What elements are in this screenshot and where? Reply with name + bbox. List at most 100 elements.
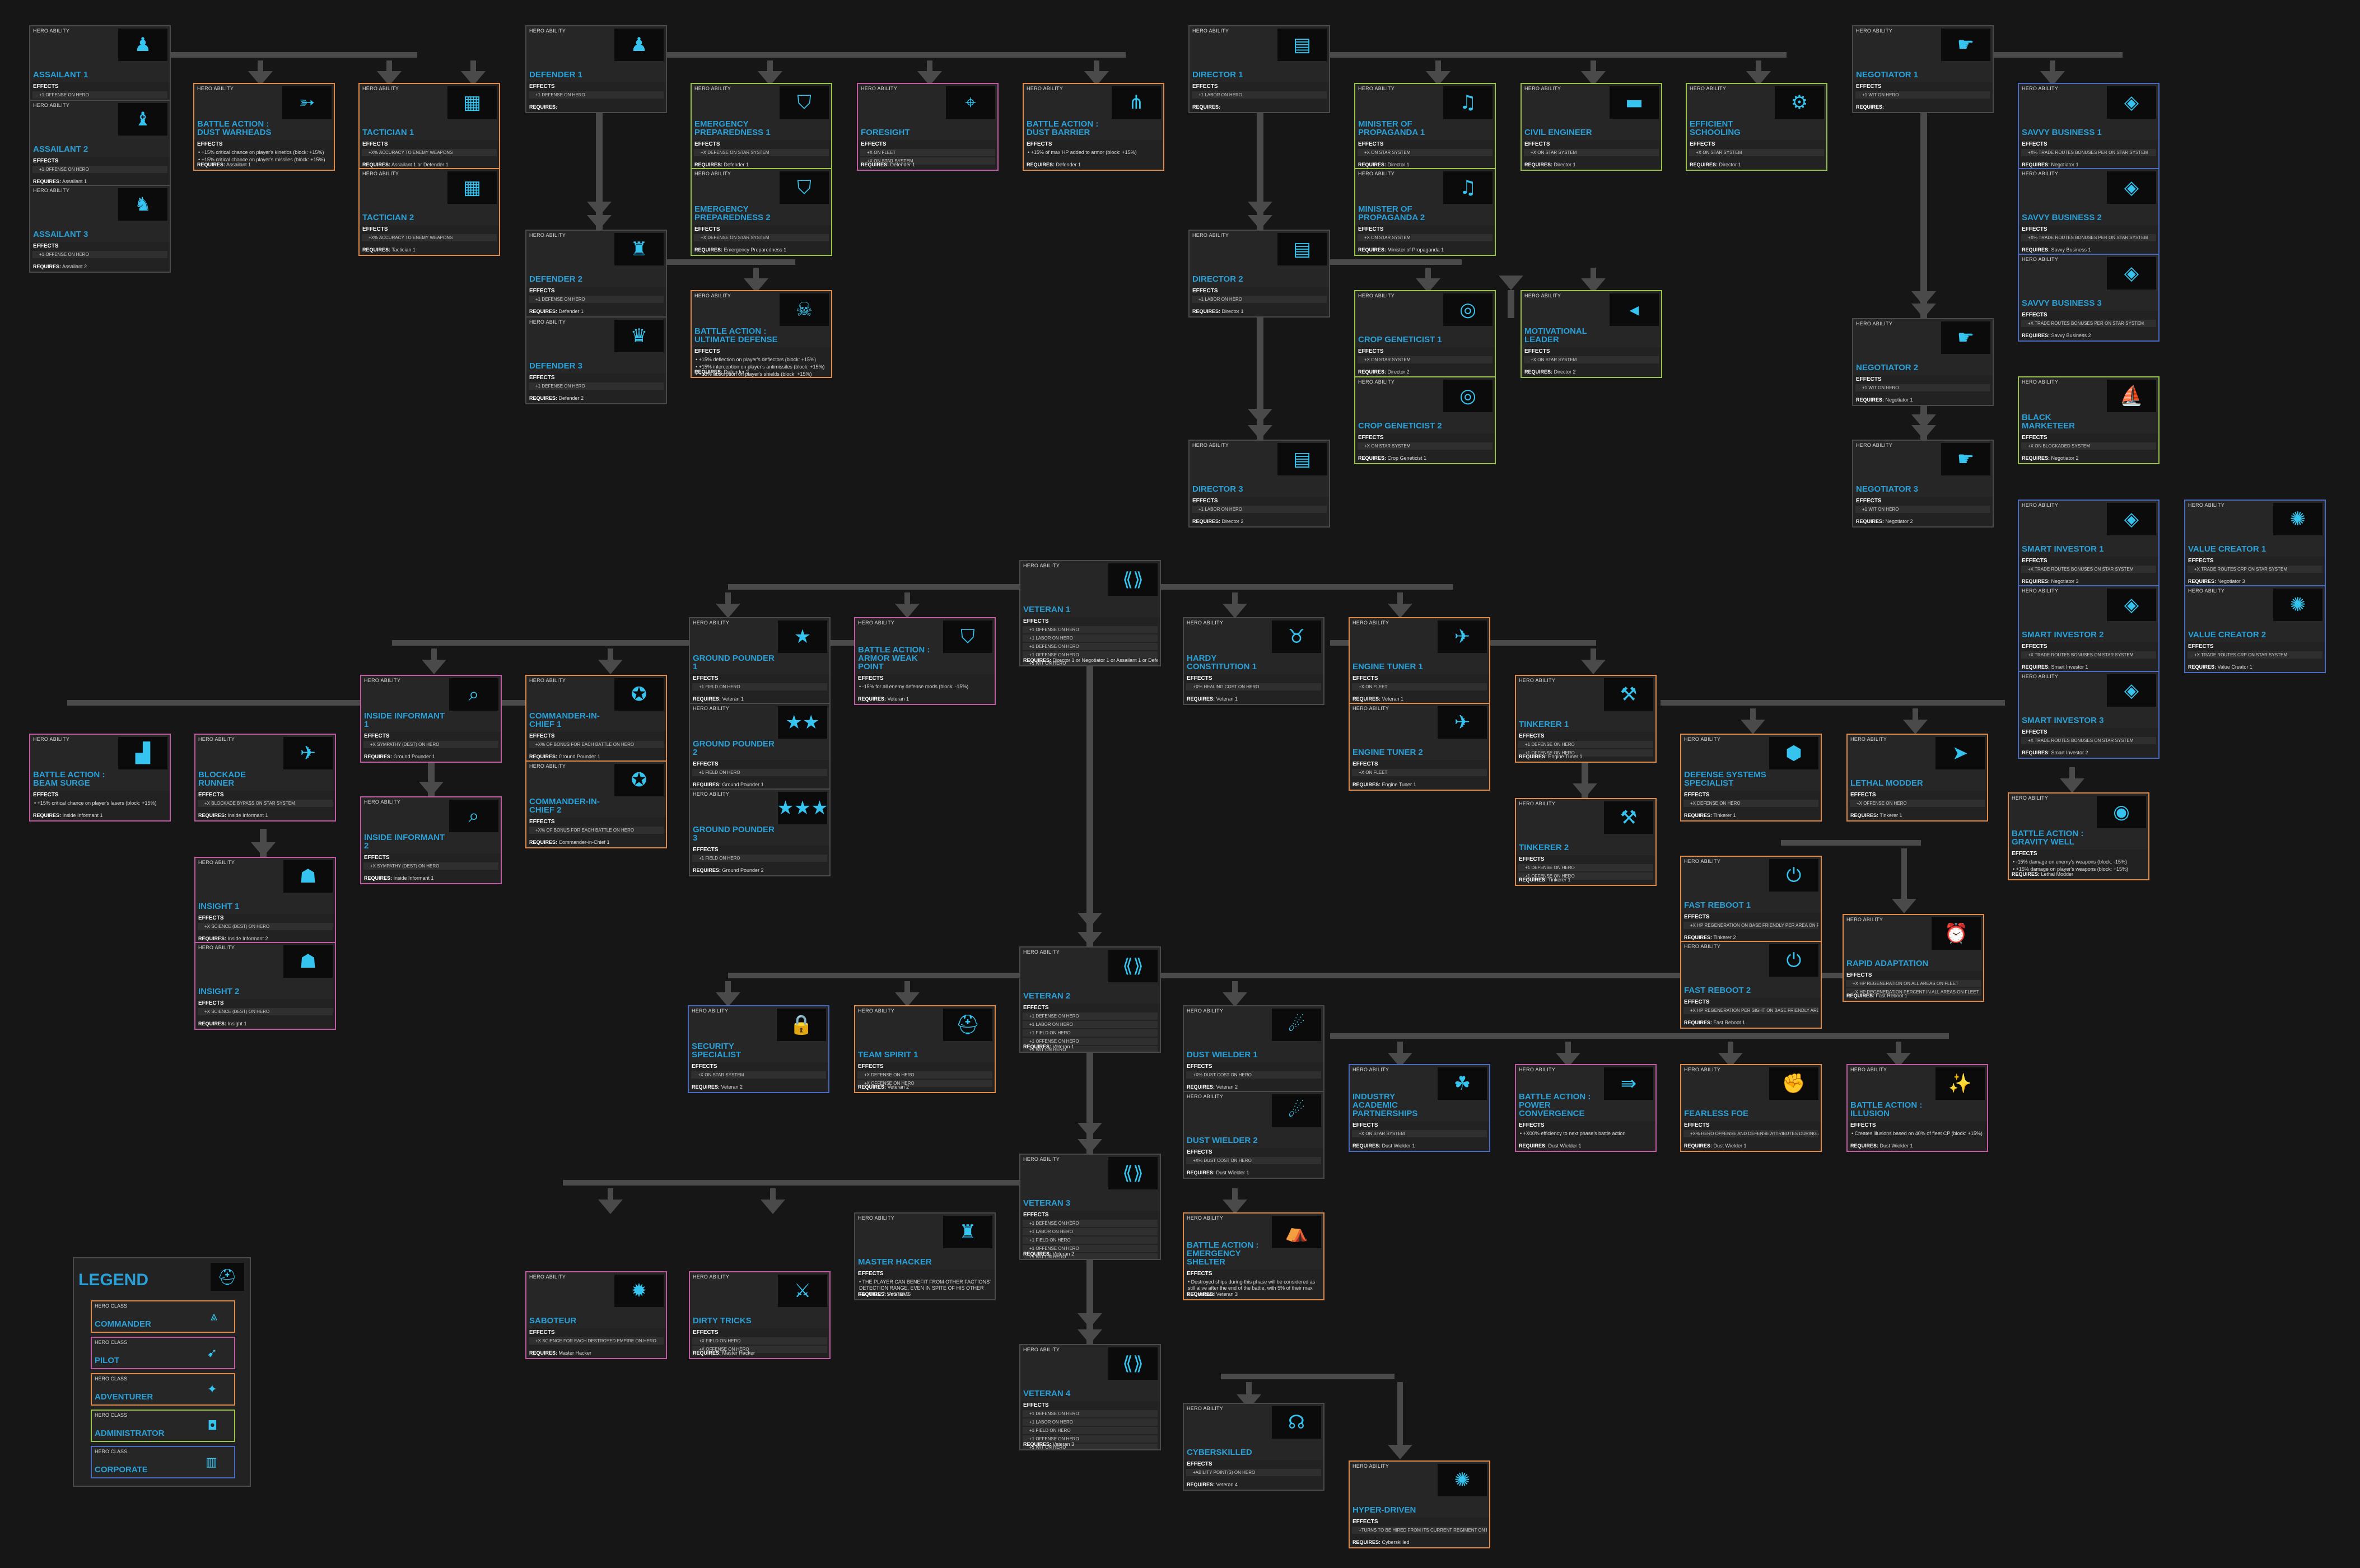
ability-card-groundpounder3[interactable]: HERO ABILITY GROUND POUNDER 3 ★★★ EFFECT…	[689, 788, 831, 876]
ability-card-dirtytricks[interactable]: HERO ABILITY DIRTY TRICKS ⚔ EFFECTS +X F…	[689, 1271, 831, 1359]
ability-card-hardyconstitution[interactable]: HERO ABILITY HARDY CONSTITUTION 1 ♉ EFFE…	[1183, 617, 1324, 705]
effects-list: +X% TRADE ROUTES BONUSES PER ON STAR SYS…	[2021, 234, 2156, 255]
ability-card-groundpounder1[interactable]: HERO ABILITY GROUND POUNDER 1 ★ EFFECTS …	[689, 617, 831, 705]
ability-card-armorweakpoint[interactable]: HERO ABILITY BATTLE ACTION : ARMOR WEAK …	[854, 617, 996, 705]
effect-text: • +15% of max HP added to armor (block: …	[1028, 150, 1137, 155]
effects-list: • +15% of max HP added to armor (block: …	[1026, 149, 1161, 170]
ability-card-emergency2[interactable]: HERO ABILITY EMERGENCY PREPAREDNESS 2 ⛉ …	[691, 168, 832, 256]
hero-ability-label: HERO ABILITY	[529, 28, 566, 34]
ability-card-blackmarketeer[interactable]: HERO ABILITY BLACK MARKETEER ⛵ EFFECTS +…	[2018, 376, 2160, 464]
ability-card-dustwielder2[interactable]: HERO ABILITY DUST WIELDER 2 ☄ EFFECTS +X…	[1183, 1091, 1324, 1179]
effect-item: +TURNS TO BE HIRED FROM ITS CURRENT REGI…	[1352, 1527, 1487, 1534]
ability-card-assailant2[interactable]: HERO ABILITY ASSAILANT 2 ♝ EFFECTS +1 OF…	[29, 100, 171, 188]
ability-name: EFFICIENT SCHOOLING	[1690, 119, 1741, 137]
effects-label: EFFECTS	[362, 226, 388, 232]
ability-card-veteran2[interactable]: HERO ABILITY VETERAN 2 ⟪⟫ EFFECTS +1 DEF…	[1019, 946, 1161, 1053]
ability-card-defensespecialist[interactable]: HERO ABILITY DEFENSE SYSTEMS SPECIALIST …	[1680, 734, 1822, 822]
ability-card-motivationalleader[interactable]: HERO ABILITY MOTIVATIONAL LEADER ◂ EFFEC…	[1521, 290, 1662, 378]
ability-card-dustwarheads[interactable]: HERO ABILITY BATTLE ACTION : DUST WARHEA…	[193, 83, 335, 171]
ability-card-tinkerer2[interactable]: HERO ABILITY TINKERER 2 ⚒ EFFECTS +1 DEF…	[1515, 798, 1657, 886]
ability-card-director2[interactable]: HERO ABILITY DIRECTOR 2 ▤ EFFECTS +1 LAB…	[1188, 230, 1330, 318]
ability-card-fastreboot2[interactable]: HERO ABILITY FAST REBOOT 2 ⏻ EFFECTS +X …	[1680, 941, 1822, 1029]
ability-icon: ◉	[2097, 796, 2146, 828]
ability-card-ultimatedefense[interactable]: HERO ABILITY BATTLE ACTION : ULTIMATE DE…	[691, 290, 832, 378]
ability-card-tinkerer1[interactable]: HERO ABILITY TINKERER 1 ⚒ EFFECTS +1 DEF…	[1515, 675, 1657, 763]
ability-card-blockaderunner[interactable]: HERO ABILITY BLOCKADE RUNNER ✈ EFFECTS +…	[194, 734, 336, 822]
ability-card-civilengineer[interactable]: HERO ABILITY CIVIL ENGINEER ▬ EFFECTS +X…	[1521, 83, 1662, 171]
ability-card-dustwielder1[interactable]: HERO ABILITY DUST WIELDER 1 ☄ EFFECTS +X…	[1183, 1005, 1324, 1093]
ability-card-value2[interactable]: HERO ABILITY VALUE CREATOR 2 ✺ EFFECTS +…	[2184, 585, 2326, 673]
ability-card-insideinformant1[interactable]: HERO ABILITY INSIDE INFORMANT 1 ⌕ EFFECT…	[360, 675, 502, 763]
ability-card-enginetuner2[interactable]: HERO ABILITY ENGINE TUNER 2 ✈ EFFECTS +X…	[1349, 703, 1490, 791]
ability-card-negotiator1[interactable]: HERO ABILITY NEGOTIATOR 1 ☛ EFFECTS +1 W…	[1852, 25, 1994, 113]
ability-card-cropgeneticist1[interactable]: HERO ABILITY CROP GENETICIST 1 ◎ EFFECTS…	[1354, 290, 1496, 378]
ability-name: EMERGENCY PREPAREDNESS 1	[694, 119, 771, 137]
ability-card-savvy1[interactable]: HERO ABILITY SAVVY BUSINESS 1 ◈ EFFECTS …	[2018, 83, 2160, 171]
ability-card-defender2[interactable]: HERO ABILITY DEFENDER 2 ♜ EFFECTS +1 DEF…	[525, 230, 667, 318]
ability-card-rapidadaptation[interactable]: HERO ABILITY RAPID ADAPTATION ⏰ EFFECTS …	[1843, 914, 1984, 1002]
effects-label: EFFECTS	[197, 141, 223, 147]
ability-card-value1[interactable]: HERO ABILITY VALUE CREATOR 1 ✺ EFFECTS +…	[2184, 500, 2326, 587]
ability-card-efficientschooling[interactable]: HERO ABILITY EFFICIENT SCHOOLING ⚙ EFFEC…	[1686, 83, 1827, 171]
ability-card-enginetuner1[interactable]: HERO ABILITY ENGINE TUNER 1 ✈ EFFECTS +X…	[1349, 617, 1490, 705]
ability-card-propaganda1[interactable]: HERO ABILITY MINISTER OF PROPAGANDA 1 ♫ …	[1354, 83, 1496, 171]
ability-icon: ⏻	[1769, 944, 1818, 977]
ability-card-teamspirit[interactable]: HERO ABILITY TEAM SPIRIT 1 ⛑ EFFECTS +X …	[854, 1005, 996, 1093]
hero-ability-label: HERO ABILITY	[198, 860, 235, 865]
ability-card-gravitywell[interactable]: HERO ABILITY BATTLE ACTION : GRAVITY WEL…	[2008, 792, 2149, 880]
ability-card-lethalmodder[interactable]: HERO ABILITY LETHAL MODDER ➤ EFFECTS +X …	[1846, 734, 1988, 822]
ability-card-securityspecialist[interactable]: HERO ABILITY SECURITY SPECIALIST 🔒 EFFEC…	[688, 1005, 829, 1093]
ability-card-masterhacker[interactable]: HERO ABILITY MASTER HACKER ♜ EFFECTS • T…	[854, 1212, 996, 1300]
ability-card-smart1[interactable]: HERO ABILITY SMART INVESTOR 1 ◈ EFFECTS …	[2018, 500, 2160, 587]
ability-card-beamsurge[interactable]: HERO ABILITY BATTLE ACTION : BEAM SURGE …	[29, 734, 171, 822]
ability-name: BATTLE ACTION : GRAVITY WELL	[2012, 829, 2084, 847]
ability-name: GROUND POUNDER 1	[693, 654, 775, 671]
effect-item: +1 LABOR ON HERO	[1192, 91, 1327, 99]
ability-card-powerconvergence[interactable]: HERO ABILITY BATTLE ACTION : POWER CONVE…	[1515, 1064, 1657, 1152]
ability-card-insight1[interactable]: HERO ABILITY INSIGHT 1 ☗ EFFECTS +X SCIE…	[194, 857, 336, 945]
ability-card-negotiator2[interactable]: HERO ABILITY NEGOTIATOR 2 ☛ EFFECTS +1 W…	[1852, 318, 1994, 406]
ability-card-insideinformant2[interactable]: HERO ABILITY INSIDE INFORMANT 2 ⌕ EFFECT…	[360, 796, 502, 884]
ability-card-saboteur[interactable]: HERO ABILITY SABOTEUR ✹ EFFECTS +X SCIEN…	[525, 1271, 667, 1359]
ability-card-fearlessfoe[interactable]: HERO ABILITY FEARLESS FOE ✊ EFFECTS +X% …	[1680, 1064, 1822, 1152]
hero-ability-label: HERO ABILITY	[1856, 442, 1893, 448]
ability-card-emergencyshelter[interactable]: HERO ABILITY BATTLE ACTION : EMERGENCY S…	[1183, 1212, 1324, 1300]
ability-card-illusion[interactable]: HERO ABILITY BATTLE ACTION : ILLUSION ✨ …	[1846, 1064, 1988, 1152]
ability-icon: ✈	[1438, 620, 1487, 653]
ability-card-director1[interactable]: HERO ABILITY DIRECTOR 1 ▤ EFFECTS +1 LAB…	[1188, 25, 1330, 113]
effects-label: EFFECTS	[1187, 1461, 1212, 1467]
ability-card-tactician1[interactable]: HERO ABILITY TACTICIAN 1 ▦ EFFECTS +X% A…	[358, 83, 500, 171]
ability-card-cyberskilled[interactable]: HERO ABILITY CYBERSKILLED ☊ EFFECTS +ABI…	[1183, 1403, 1324, 1491]
ability-card-negotiator3[interactable]: HERO ABILITY NEGOTIATOR 3 ☛ EFFECTS +1 W…	[1852, 440, 1994, 528]
effect-item: +1 FIELD ON HERO	[1023, 1427, 1158, 1434]
ability-card-foresight[interactable]: HERO ABILITY FORESIGHT ⌖ EFFECTS +X ON F…	[857, 83, 999, 171]
effect-item: +1 OFFENSE ON HERO	[1023, 626, 1158, 633]
ability-card-savvy3[interactable]: HERO ABILITY SAVVY BUSINESS 3 ◈ EFFECTS …	[2018, 254, 2160, 342]
ability-card-tactician2[interactable]: HERO ABILITY TACTICIAN 2 ▦ EFFECTS +X% A…	[358, 168, 500, 256]
ability-card-hyperdriven[interactable]: HERO ABILITY HYPER-DRIVEN ✺ EFFECTS +TUR…	[1349, 1460, 1490, 1548]
ability-card-industryacademic[interactable]: HERO ABILITY INDUSTRY ACADEMIC PARTNERSH…	[1349, 1064, 1490, 1152]
effects-label: EFFECTS	[1684, 999, 1710, 1005]
ability-card-savvy2[interactable]: HERO ABILITY SAVVY BUSINESS 2 ◈ EFFECTS …	[2018, 168, 2160, 256]
hero-ability-label: HERO ABILITY	[1023, 563, 1060, 568]
ability-card-veteran1[interactable]: HERO ABILITY VETERAN 1 ⟪⟫ EFFECTS +1 OFF…	[1019, 560, 1161, 666]
ability-card-emergency1[interactable]: HERO ABILITY EMERGENCY PREPAREDNESS 1 ⛉ …	[691, 83, 832, 171]
ability-card-commander1[interactable]: HERO ABILITY COMMANDER-IN-CHIEF 1 ✪ EFFE…	[525, 675, 667, 763]
ability-card-fastreboot1[interactable]: HERO ABILITY FAST REBOOT 1 ⏻ EFFECTS +X …	[1680, 856, 1822, 944]
ability-card-assailant3[interactable]: HERO ABILITY ASSAILANT 3 ♞ EFFECTS +1 OF…	[29, 185, 171, 273]
ability-card-insight2[interactable]: HERO ABILITY INSIGHT 2 ☗ EFFECTS +X SCIE…	[194, 942, 336, 1030]
ability-card-smart2[interactable]: HERO ABILITY SMART INVESTOR 2 ◈ EFFECTS …	[2018, 585, 2160, 673]
ability-card-propaganda2[interactable]: HERO ABILITY MINISTER OF PROPAGANDA 2 ♫ …	[1354, 168, 1496, 256]
ability-name: MASTER HACKER	[858, 1257, 932, 1267]
ability-card-veteran3[interactable]: HERO ABILITY VETERAN 3 ⟪⟫ EFFECTS +1 DEF…	[1019, 1154, 1161, 1260]
ability-card-smart3[interactable]: HERO ABILITY SMART INVESTOR 3 ◈ EFFECTS …	[2018, 671, 2160, 759]
ability-card-veteran4[interactable]: HERO ABILITY VETERAN 4 ⟪⟫ EFFECTS +1 DEF…	[1019, 1344, 1161, 1450]
card-header: HERO ABILITY DEFENSE SYSTEMS SPECIALIST …	[1681, 735, 1821, 791]
ability-card-director3[interactable]: HERO ABILITY DIRECTOR 3 ▤ EFFECTS +1 LAB…	[1188, 440, 1330, 528]
ability-card-dustbarrier[interactable]: HERO ABILITY BATTLE ACTION : DUST BARRIE…	[1023, 83, 1164, 171]
ability-card-defender3[interactable]: HERO ABILITY DEFENDER 3 ♛ EFFECTS +1 DEF…	[525, 316, 667, 404]
ability-card-groundpounder2[interactable]: HERO ABILITY GROUND POUNDER 2 ★★ EFFECTS…	[689, 703, 831, 791]
ability-card-cropgeneticist2[interactable]: HERO ABILITY CROP GENETICIST 2 ◎ EFFECTS…	[1354, 376, 1496, 464]
ability-card-commander2[interactable]: HERO ABILITY COMMANDER-IN-CHIEF 2 ✪ EFFE…	[525, 760, 667, 848]
ability-card-defender1[interactable]: HERO ABILITY DEFENDER 1 ♟ EFFECTS +1 DEF…	[525, 25, 667, 113]
